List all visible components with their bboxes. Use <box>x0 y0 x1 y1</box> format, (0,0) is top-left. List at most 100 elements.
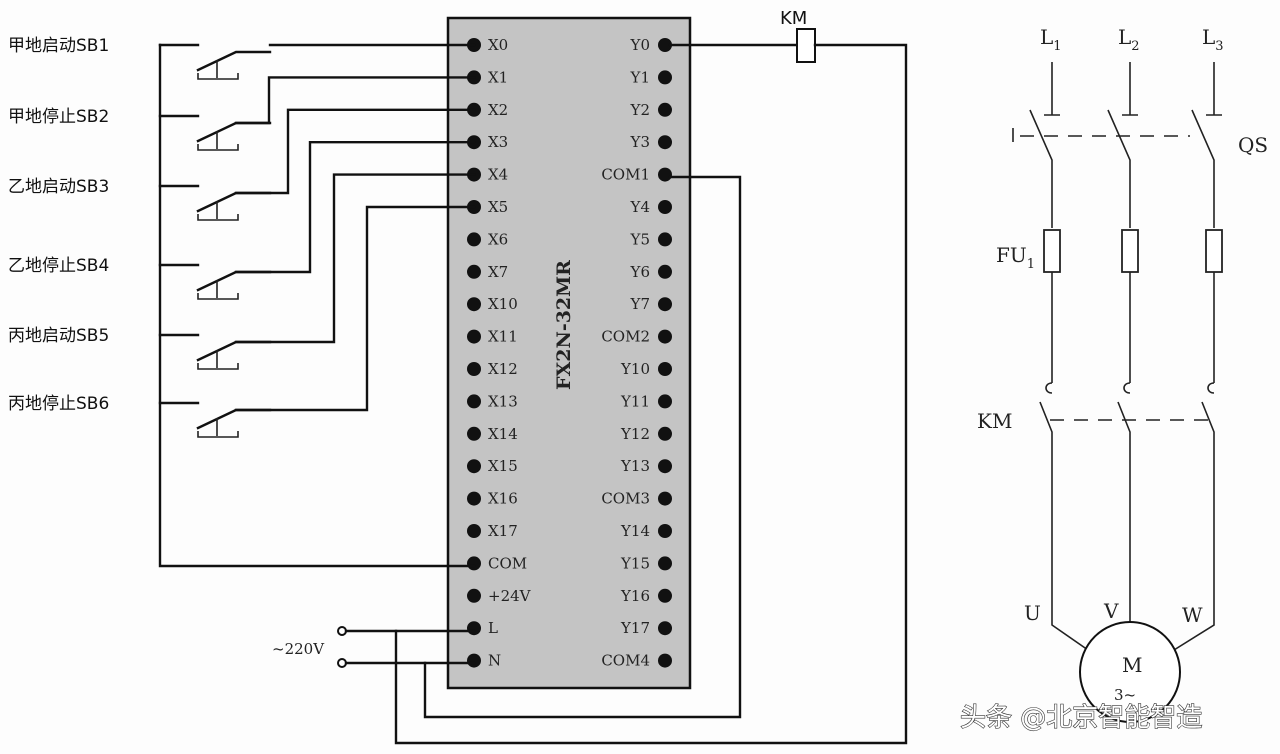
terminal-dot <box>467 653 481 668</box>
terminal-label: Y10 <box>620 360 650 378</box>
terminal-label: COM <box>488 554 527 572</box>
fuse-icon <box>1121 229 1139 273</box>
switch-label: 丙地停止SB6 <box>8 394 109 414</box>
terminal-dot <box>658 426 672 441</box>
terminal-label: Y14 <box>620 522 650 540</box>
terminal-dot <box>658 621 672 636</box>
pushbutton-icon <box>197 418 239 438</box>
plc-model-label: FX2N-32MR <box>553 260 575 390</box>
terminal-dot <box>467 556 481 571</box>
supply-line <box>1206 62 1222 116</box>
input-wire <box>234 108 476 195</box>
motor-terminal-label: U <box>1024 601 1041 625</box>
motor-label: M <box>1122 653 1142 677</box>
motor-phase-label: 3~ <box>1114 686 1136 704</box>
pushbutton-icon <box>197 60 239 80</box>
switch-label: 乙地停止SB4 <box>8 256 109 276</box>
terminal-label: X7 <box>488 263 508 281</box>
qs-contact <box>1107 109 1131 228</box>
fuse-icon <box>1205 229 1223 273</box>
terminal-label: X4 <box>488 166 508 184</box>
switch-contact <box>196 191 272 213</box>
switch-contact <box>196 121 272 143</box>
terminal-dot <box>467 588 481 603</box>
plc-output-terminals: Y0Y1Y2Y3COM1Y4Y5Y6Y7COM2Y10Y11Y12Y13COM3… <box>601 36 672 670</box>
input-wire <box>234 173 476 344</box>
terminal-dot <box>467 426 481 441</box>
fuse-icon <box>1043 229 1061 273</box>
terminal-label: Y4 <box>630 198 650 216</box>
terminal-dot <box>467 394 481 409</box>
switch-label: 乙地启动SB3 <box>8 177 109 197</box>
terminal-label: X12 <box>488 360 518 378</box>
phase-label: L3 <box>1202 25 1224 54</box>
phase-letter: L <box>1202 25 1215 49</box>
terminal-dot <box>658 232 672 247</box>
terminal-dot <box>467 264 481 279</box>
supply-line <box>1044 62 1060 116</box>
terminal-dot <box>658 556 672 571</box>
terminal-dot <box>658 491 672 506</box>
phase-letter: L <box>1040 25 1053 49</box>
terminal-label: COM3 <box>601 490 650 508</box>
fuse-label-text: FU <box>996 243 1027 267</box>
qs-contact <box>1029 109 1053 228</box>
terminal-label: Y15 <box>620 554 650 572</box>
phase-sub: 1 <box>1053 39 1061 54</box>
terminal-label: X10 <box>488 295 518 313</box>
qs-label: QS <box>1238 133 1268 157</box>
terminal-label: X14 <box>488 425 518 443</box>
km-contact <box>1039 401 1053 600</box>
switch-label: 甲地停止SB2 <box>8 107 109 127</box>
terminal-dot <box>658 459 672 474</box>
contactor-label: KM <box>977 409 1012 433</box>
terminal-label: COM4 <box>601 652 650 670</box>
phase-label: L2 <box>1118 25 1140 54</box>
phase-sub: 2 <box>1131 39 1139 54</box>
contactor-terminal <box>1207 382 1215 394</box>
switch-contact <box>196 408 272 430</box>
terminal-label: Y5 <box>630 230 650 248</box>
terminal-label: X5 <box>488 198 508 216</box>
input-wire <box>234 76 476 125</box>
terminal-dot <box>658 653 672 668</box>
terminal-dot <box>658 329 672 344</box>
terminal-dot <box>658 394 672 409</box>
terminal-label: Y1 <box>630 68 650 86</box>
terminal-label: COM1 <box>601 166 650 184</box>
fuse-label: FU1 <box>996 243 1035 272</box>
plc-body <box>446 16 692 690</box>
terminal-dot <box>658 102 672 117</box>
terminal-label: Y0 <box>630 36 650 54</box>
contactor-terminal <box>1123 382 1131 394</box>
terminal-label: Y17 <box>620 619 650 637</box>
terminal-dot <box>467 297 481 312</box>
terminal-dot <box>658 588 672 603</box>
terminal-dot <box>467 232 481 247</box>
terminal-dot <box>467 524 481 538</box>
motor-symbol <box>1079 621 1181 723</box>
terminal-label: Y16 <box>620 587 650 605</box>
qs-linkage <box>1012 125 1190 142</box>
terminal-dot <box>658 135 672 150</box>
terminal-label: Y2 <box>630 101 650 119</box>
terminal-label: Y12 <box>620 425 650 443</box>
terminal-dot <box>467 459 481 474</box>
terminal-label: Y11 <box>620 392 650 410</box>
switch-label: 甲地启动SB1 <box>8 36 109 56</box>
terminal-dot <box>658 167 672 182</box>
motor-lead-w <box>1173 600 1215 651</box>
motor-terminal-label: W <box>1182 603 1203 627</box>
terminal-dot <box>658 200 672 214</box>
terminal-label: COM2 <box>601 328 650 346</box>
terminal-label: +24V <box>488 587 532 605</box>
motor-terminal-label: V <box>1103 599 1119 623</box>
motor-lead-u <box>1051 600 1089 651</box>
terminal-label: N <box>488 652 501 670</box>
terminal-label: Y3 <box>630 133 650 151</box>
km-contact <box>1201 401 1215 600</box>
fuse-label-sub: 1 <box>1027 257 1035 272</box>
km-coil-label: KM <box>780 8 807 29</box>
